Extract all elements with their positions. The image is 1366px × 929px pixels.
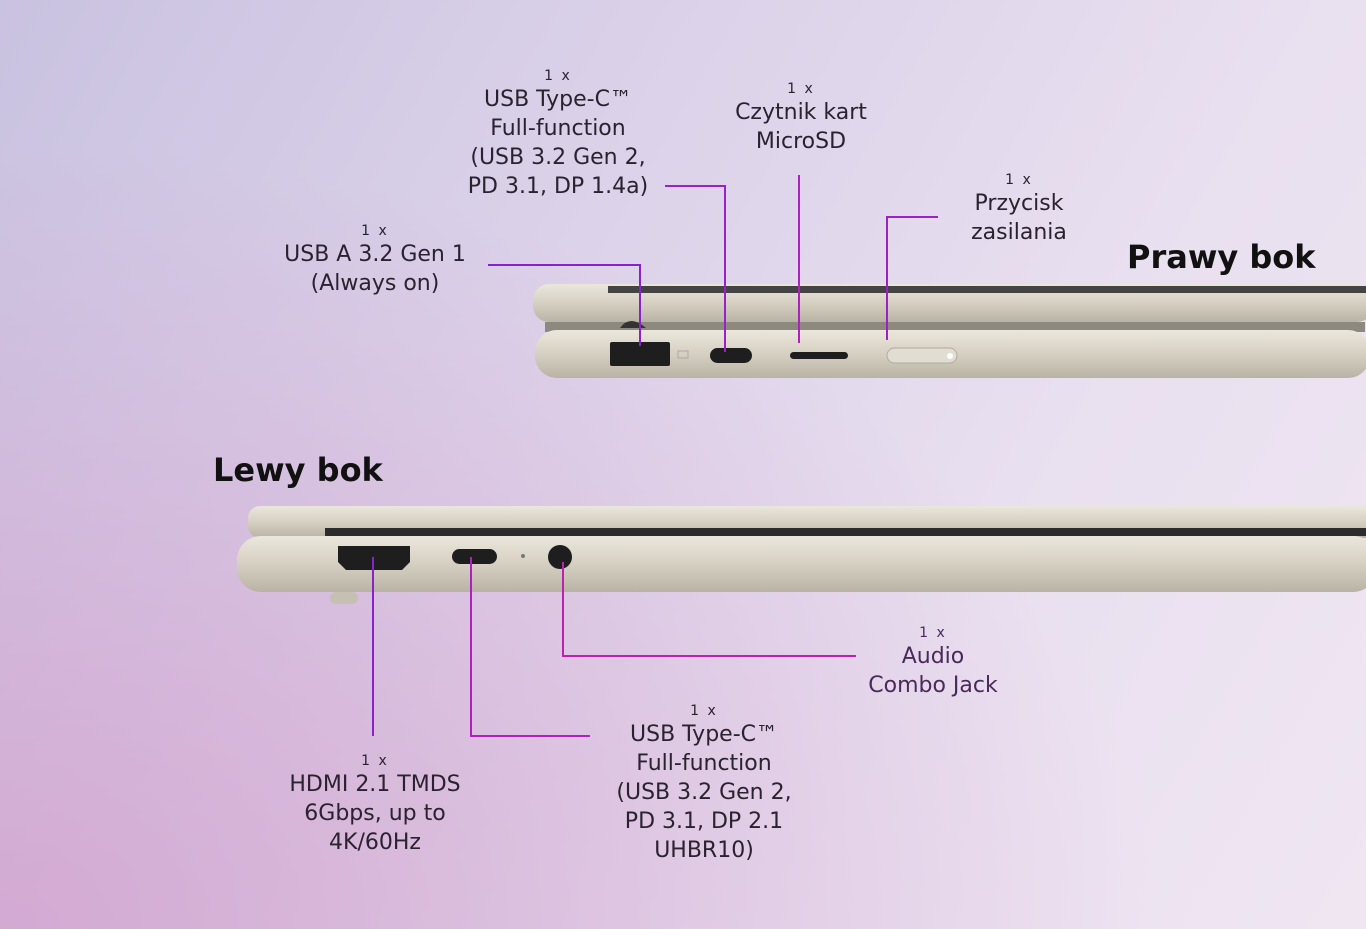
audio-jack: [548, 545, 572, 569]
label-usb-c-right: 1 x USB Type-C™ Full-function (USB 3.2 G…: [467, 68, 649, 199]
label-usb-c-left: 1 x USB Type-C™ Full-function (USB 3.2 G…: [616, 703, 792, 863]
label-audio-jack: 1 x Audio Combo Jack: [868, 625, 998, 698]
label-hdmi: 1 x HDMI 2.1 TMDS 6Gbps, up to 4K/60Hz: [289, 753, 461, 855]
laptop-right-side: [533, 284, 1366, 378]
label-usb-a: 1 x USB A 3.2 Gen 1 (Always on): [284, 223, 466, 296]
usb-a-port: [610, 342, 670, 366]
power-button: [886, 347, 958, 364]
usb-c-port: [710, 348, 752, 363]
callout-lines: [372, 175, 938, 737]
laptop-left-side: [237, 506, 1366, 604]
microsd-slot: [790, 352, 848, 359]
left-side-title: Lewy bok: [213, 451, 383, 489]
label-microsd: 1 x Czytnik kart MicroSD: [735, 81, 867, 154]
label-power-button: 1 x Przycisk zasilania: [971, 172, 1067, 245]
right-side-title: Prawy bok: [1127, 238, 1316, 276]
usb-c-port-left: [452, 549, 497, 564]
